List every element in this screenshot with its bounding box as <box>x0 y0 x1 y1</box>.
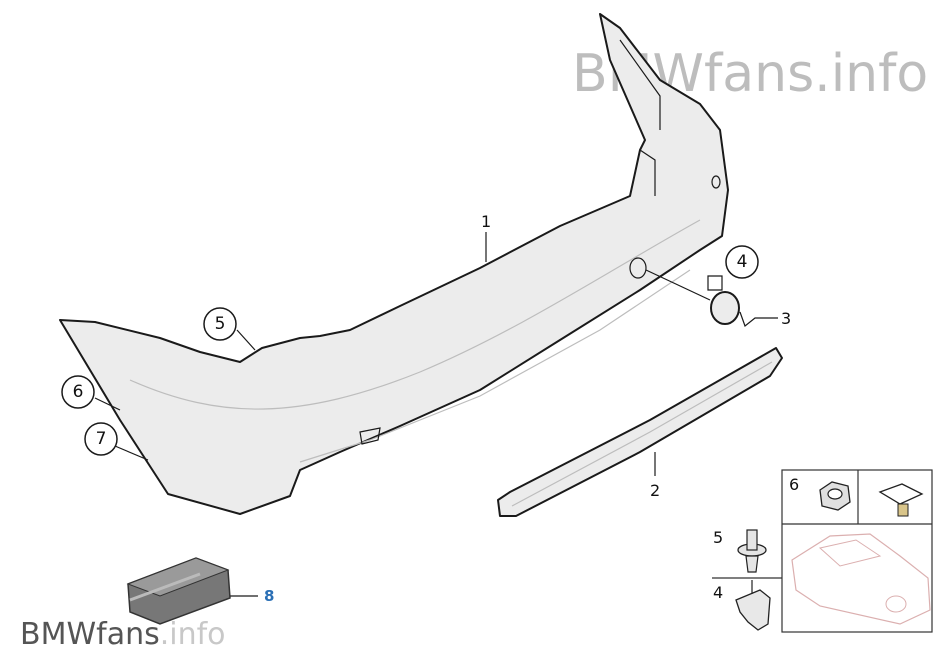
callout-7-circle: 7 <box>84 422 118 456</box>
callout-8[interactable]: 8 <box>264 587 274 605</box>
inset-label-4: 4 <box>713 583 723 602</box>
callout-3: 3 <box>781 309 791 328</box>
inset-label-6: 6 <box>789 475 799 494</box>
bracket-icon <box>735 580 771 631</box>
callout-4-circle: 4 <box>725 245 759 279</box>
callout-5-circle: 5 <box>203 307 237 341</box>
inset-label-5: 5 <box>713 528 723 547</box>
svg-text:4: 4 <box>737 252 748 272</box>
expanding-rivet-icon <box>737 529 767 573</box>
part-8-box[interactable] <box>126 557 231 625</box>
rear-bumper-part[interactable] <box>59 13 729 515</box>
inset-panel: 6 5 4 <box>712 469 933 633</box>
svg-text:5: 5 <box>215 314 226 334</box>
svg-text:7: 7 <box>96 429 107 449</box>
callout-2: 2 <box>650 481 660 500</box>
callout-1: 1 <box>481 212 491 231</box>
leader-lines <box>94 232 656 597</box>
clip-icon <box>878 483 924 517</box>
watermark-bottom: BMWfans.info <box>20 617 226 652</box>
bumper-trim-strip[interactable] <box>497 347 783 517</box>
car-outline-icon <box>791 533 931 625</box>
tow-hook-cover[interactable] <box>645 269 778 327</box>
svg-text:6: 6 <box>73 382 84 402</box>
nut-icon <box>819 481 851 511</box>
tow-hook-opening <box>629 257 647 279</box>
callout-6-circle: 6 <box>61 375 95 409</box>
